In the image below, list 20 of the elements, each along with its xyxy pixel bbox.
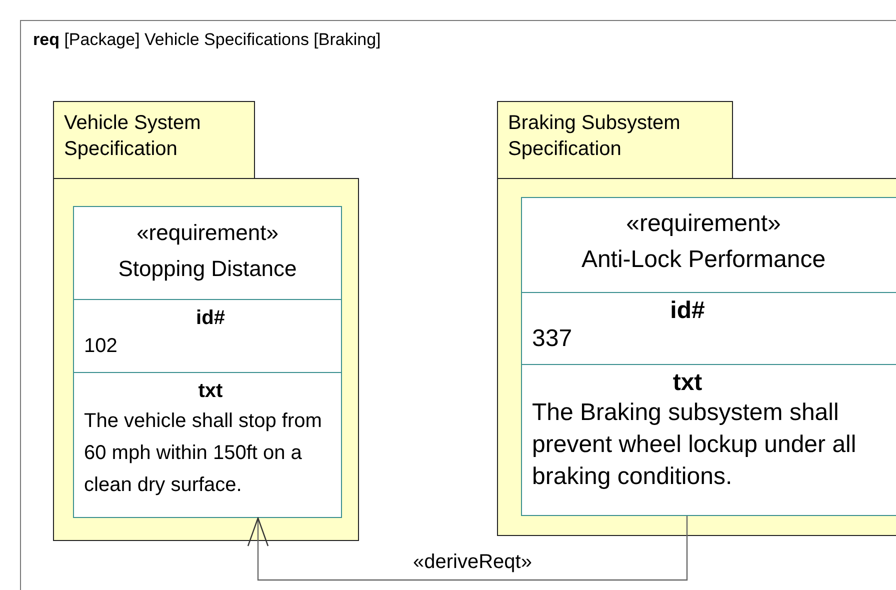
requirement-block bbox=[73, 206, 342, 518]
compartment-heading: id# bbox=[195, 306, 226, 331]
requirement-text: The Braking subsystem shall prevent wheel lockup under all braking conditions. bbox=[532, 398, 858, 492]
frame-title: req [Package] Vehicle Specifications [Braking] bbox=[21, 21, 578, 58]
edge-label: «deriveReqt» bbox=[411, 551, 534, 574]
package-name-tab: Vehicle System Specification bbox=[53, 101, 255, 179]
compartment-heading: txt bbox=[197, 379, 224, 404]
requirement-text: The vehicle shall stop from 60 mph within 150ft on a clean dry surface. bbox=[84, 409, 323, 498]
dependency-arrow bbox=[247, 516, 688, 581]
package-name-tab: Braking Subsystem Specification bbox=[497, 101, 733, 179]
compartment-heading: txt bbox=[672, 369, 704, 397]
stereotype-label: «requirement» bbox=[625, 210, 782, 238]
compartment-heading: id# bbox=[669, 297, 706, 325]
requirement-name: Stopping Distance bbox=[117, 255, 298, 283]
requirement-block bbox=[521, 197, 896, 516]
requirement-id: 102 bbox=[84, 334, 118, 359]
requirement-name: Anti-Lock Performance bbox=[580, 246, 827, 274]
requirement-id: 337 bbox=[532, 325, 574, 353]
diagram-frame bbox=[20, 20, 896, 590]
stereotype-label: «requirement» bbox=[136, 219, 280, 247]
